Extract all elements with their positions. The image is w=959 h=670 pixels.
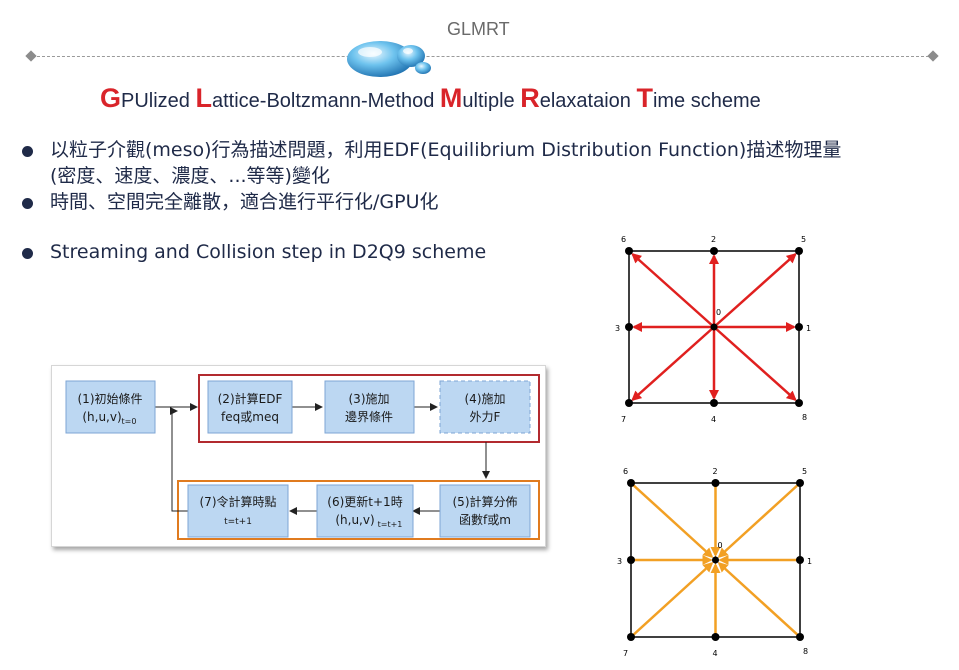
lattice-label-6: 6: [623, 467, 628, 476]
bullet-text: 時間、空間完全離散，適合進行平行化/GPU化: [50, 191, 439, 213]
lattice-node-2: [710, 247, 718, 255]
flowchart-panel: (1)初始條件 (h,u,v) t=0 (2)計算EDF feq或meq (3)…: [51, 365, 546, 547]
lattice-node-6: [627, 479, 635, 487]
lattice-node-3: [627, 556, 635, 564]
update-group: [177, 480, 540, 540]
step-1-title: (1)初始條件: [78, 392, 143, 406]
lattice-node-7: [627, 633, 635, 641]
lattice-node-5: [796, 479, 804, 487]
velocity-vector-6: [630, 482, 714, 558]
header-title: GLMRT: [447, 19, 510, 39]
velocity-vector-6: [631, 252, 715, 328]
lattice-label-3: 3: [615, 324, 620, 333]
step-1-subscript: t=0: [122, 417, 137, 426]
lattice-node-0: [710, 323, 718, 331]
pre-collision-group: [198, 374, 540, 443]
lattice-node-4: [711, 633, 720, 641]
flowchart-diagram: (1)初始條件 (h,u,v) t=0 (2)計算EDF feq或meq (3)…: [65, 374, 540, 540]
lattice-node-3: [625, 323, 633, 331]
lattice-node-1: [796, 556, 804, 564]
lattice-node-8: [796, 633, 804, 641]
title-initial-m: M: [439, 83, 463, 113]
lattice-label-7: 7: [623, 649, 628, 658]
step-6-vars: (h,u,v): [335, 513, 374, 527]
step-2-title: (2)計算EDF: [218, 391, 283, 406]
lattice-node-6: [625, 247, 633, 255]
title-word-multiple: ultiple: [462, 90, 521, 112]
bullet-text: 以粒子介觀(meso)行為描述問題，利用EDF(Equilibrium Dist…: [50, 139, 842, 161]
velocity-vector-7: [631, 326, 715, 402]
lattice-label-5: 5: [801, 235, 806, 244]
step-7-title: (7)令計算時點: [200, 494, 277, 509]
lattice-node-1: [795, 323, 803, 331]
step-6-subscript: t=t+1: [378, 520, 403, 529]
title-word-time: ime scheme: [652, 90, 761, 112]
title-initial-g: G: [100, 83, 122, 113]
bullet-text: (密度、速度、濃度、...等等)變化: [50, 165, 330, 187]
title-word-gpulized: PUlized: [121, 90, 196, 112]
lattice-label-4: 4: [713, 649, 718, 658]
lattice-node-4: [710, 399, 718, 407]
lattice-node-0: [712, 556, 719, 564]
d2q9-collision-diagram: 0 1 2 3 4 5 6 7 8: [612, 460, 818, 660]
title-word-relaxation: elaxataion: [539, 90, 637, 112]
lattice-label-2: 2: [713, 467, 718, 476]
title-initial-t: T: [636, 83, 653, 113]
step-7-text: t=t+1: [224, 517, 252, 527]
lattice-label-8: 8: [802, 413, 807, 422]
flow-step-1: (1)初始條件 (h,u,v) t=0: [65, 380, 156, 434]
water-drop-logo: [347, 41, 431, 77]
lattice-label-6: 6: [621, 235, 626, 244]
lattice-label-5: 5: [802, 467, 807, 476]
lattice-label-7: 7: [621, 415, 626, 424]
lattice-node-8: [795, 399, 803, 407]
lattice-node-7: [625, 399, 633, 407]
arrow-7-loop-back: [170, 407, 188, 512]
bullet-text: Streaming and Collision step in D2Q9 sch…: [50, 241, 487, 263]
flow-step-2: (2)計算EDF feq或meq: [207, 380, 293, 434]
bullet-dot: [22, 248, 33, 259]
velocity-vector-5: [717, 482, 801, 558]
title-initial-l: L: [195, 83, 213, 113]
lattice-node-5: [795, 247, 803, 255]
lattice-label-1: 1: [806, 324, 811, 333]
title-initial-r: R: [520, 83, 540, 113]
lattice-label-4: 4: [711, 415, 716, 424]
flow-step-5: (5)計算分佈 函數f或m: [439, 484, 531, 538]
step-3-text: 邊界條件: [345, 410, 393, 424]
lattice-label-0: 0: [718, 541, 723, 550]
flow-step-4: (4)施加 外力F: [439, 380, 531, 434]
lattice-label-8: 8: [803, 647, 808, 656]
lattice-label-0: 0: [716, 308, 721, 317]
flow-step-6: (6)更新t+1時 (h,u,v) t=t+1: [316, 484, 414, 538]
velocity-vector-8: [717, 562, 801, 638]
velocity-vector-8: [713, 326, 797, 402]
velocity-vector-7: [630, 562, 714, 638]
step-2-vars: feq或meq: [221, 410, 279, 424]
lattice-label-3: 3: [617, 557, 622, 566]
flow-step-3: (3)施加 邊界條件: [324, 380, 415, 434]
velocity-vector-5: [713, 252, 797, 328]
bullet-dot: [22, 146, 33, 157]
main-title: GPUlized Lattice-Boltzmann-Method Multip…: [100, 83, 761, 114]
step-3-title: (3)施加: [349, 392, 390, 406]
header-divider: [32, 56, 934, 57]
divider-end-dot-right: [927, 50, 939, 62]
lattice-label-2: 2: [711, 235, 716, 244]
lattice-node-2: [711, 479, 720, 487]
flow-step-7: (7)令計算時點 t=t+1: [187, 484, 289, 538]
step-5-title: (5)計算分佈: [453, 494, 518, 509]
divider-end-dot-left: [25, 50, 37, 62]
step-4-title: (4)施加: [465, 392, 506, 406]
bullet-dot: [22, 198, 33, 209]
step-5-text: 函數f或m: [459, 513, 511, 527]
step-4-text: 外力F: [470, 410, 501, 424]
d2q9-streaming-diagram: 0 1 2 3 4 5 6 7 8: [612, 228, 818, 426]
lattice-label-1: 1: [807, 557, 812, 566]
step-6-title: (6)更新t+1時: [327, 494, 402, 509]
step-1-vars: (h,u,v): [82, 410, 121, 424]
title-word-lattice: attice-Boltzmann-Method: [212, 90, 440, 112]
